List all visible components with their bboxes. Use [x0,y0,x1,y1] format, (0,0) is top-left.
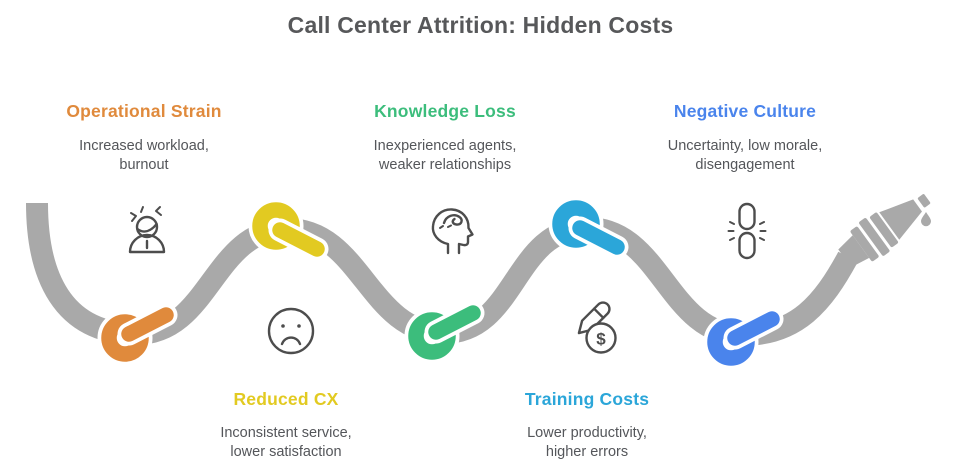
section-label-training-costs: Training Costs [524,389,650,409]
section-desc-training-costs: Lower productivity, higher errors [527,425,647,460]
section-label-knowledge-loss: Knowledge Loss [374,101,516,121]
pencil-dollar-icon: $ [577,301,617,354]
head-profile-icon [431,208,474,255]
section-desc-reduced-cx: Inconsistent service, lower satisfaction [220,425,352,460]
section-desc-operational-strain: Increased workload, burnout [79,138,209,173]
section-label-operational-strain: Operational Strain [66,101,222,121]
stressed-person-icon [128,206,166,254]
section-desc-negative-culture: Uncertainty, low morale, disengagement [667,138,823,173]
sad-face-icon [267,307,315,355]
section-desc-knowledge-loss: Inexperienced agents, weaker relationshi… [373,138,517,173]
hose-nozzle-icon [838,194,931,268]
water-drop-icon [921,212,931,227]
dollar-glyph: $ [596,330,606,349]
broken-chain-icon [727,202,767,260]
section-label-negative-culture: Negative Culture [673,101,817,121]
page-title: Call Center Attrition: Hidden Costs [287,12,674,38]
section-label-reduced-cx: Reduced CX [233,389,339,409]
